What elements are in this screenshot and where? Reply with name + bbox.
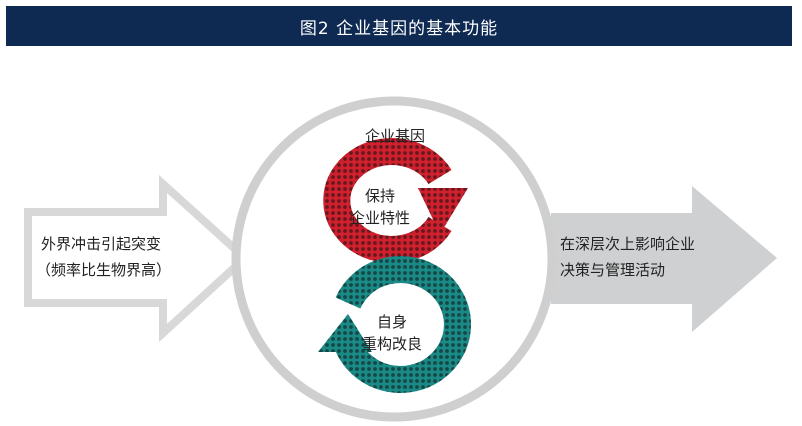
bottom-cycle-line2: 重构改良 xyxy=(361,335,422,353)
right-arrow-shape xyxy=(551,186,777,332)
right-arrow-label: 在深层次上影响企业 决策与管理活动 xyxy=(560,234,700,280)
left-arrow-line1: 外界冲击引起突变 xyxy=(40,235,161,253)
left-arrow-label: 外界冲击引起突变 （频率比生物界高） xyxy=(36,234,172,280)
center-label-text: 企业基因 xyxy=(364,127,425,145)
bottom-cycle-ring xyxy=(335,256,471,393)
top-cycle-label: 保持 企业特性 xyxy=(338,186,422,228)
right-arrow-line2: 决策与管理活动 xyxy=(560,261,666,279)
left-arrow-line2: （频率比生物界高） xyxy=(36,261,172,279)
right-arrow-line1: 在深层次上影响企业 xyxy=(560,235,696,253)
left-arrow-shape xyxy=(24,175,251,343)
top-cycle-line2: 企业特性 xyxy=(349,209,410,227)
title-bar: 图2 企业基因的基本功能 xyxy=(6,6,792,46)
top-cycle-ring xyxy=(323,138,452,263)
bottom-cycle-line1: 自身 xyxy=(376,313,407,331)
top-cycle-line1: 保持 xyxy=(364,187,395,205)
diagram-title: 图2 企业基因的基本功能 xyxy=(299,18,499,39)
bottom-cycle-label: 自身 重构改良 xyxy=(350,312,434,354)
center-label: 企业基因 xyxy=(350,126,440,146)
